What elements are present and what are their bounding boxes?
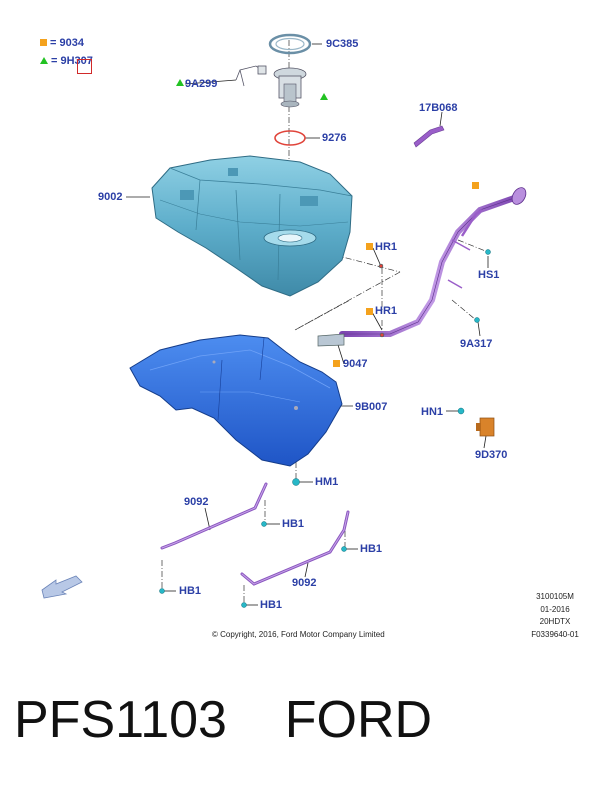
legend-square-code: 9034 bbox=[59, 37, 84, 49]
legend-separator: = bbox=[51, 55, 58, 67]
page-title: PFS1103 FORD bbox=[14, 691, 433, 749]
highlight-box bbox=[77, 59, 92, 74]
info-line-4: F0339640-01 bbox=[531, 630, 579, 639]
info-line-3: 20HDTX bbox=[539, 617, 571, 626]
label-HB1-d[interactable]: HB1 bbox=[260, 599, 283, 611]
label-9276[interactable]: 9276 bbox=[322, 132, 347, 144]
label-9A299[interactable]: 9A299 bbox=[185, 78, 218, 90]
label-HB1-a[interactable]: HB1 bbox=[282, 518, 305, 530]
label-9002[interactable]: 9002 bbox=[98, 191, 123, 203]
fuel-level-sender-9A299 bbox=[235, 65, 267, 87]
label-HR1-lower[interactable]: HR1 bbox=[375, 305, 398, 317]
assembly-lines bbox=[161, 40, 489, 605]
label-9C385[interactable]: 9C385 bbox=[326, 38, 359, 50]
label-17B068[interactable]: 17B068 bbox=[419, 102, 458, 114]
info-line-1: 3100105M bbox=[536, 592, 574, 601]
fuel-pump-module bbox=[273, 67, 307, 108]
fasteners bbox=[159, 249, 491, 608]
legend-separator: = bbox=[50, 37, 57, 49]
triangle-marker-icon bbox=[176, 79, 184, 86]
label-HM1[interactable]: HM1 bbox=[315, 476, 339, 488]
square-marker-icon bbox=[40, 39, 47, 46]
square-marker-icon bbox=[366, 243, 373, 250]
fuel-system-diagram bbox=[41, 33, 527, 608]
info-line-2: 01-2016 bbox=[540, 605, 570, 614]
heat-shield-9B007 bbox=[129, 334, 343, 467]
fuel-tank-9002 bbox=[151, 155, 353, 297]
label-9D370[interactable]: 9D370 bbox=[475, 449, 508, 461]
triangle-marker-icon bbox=[320, 93, 328, 100]
label-HB1-c[interactable]: HB1 bbox=[179, 585, 202, 597]
bracket-17B068 bbox=[413, 125, 445, 148]
label-9047[interactable]: 9047 bbox=[343, 358, 368, 370]
filler-pipe bbox=[339, 187, 527, 337]
triangle-marker-icon bbox=[40, 57, 48, 64]
label-HB1-b[interactable]: HB1 bbox=[360, 543, 383, 555]
label-9092-lower[interactable]: 9092 bbox=[292, 577, 317, 589]
leader-lines bbox=[126, 43, 489, 606]
lock-ring-9C385 bbox=[268, 33, 312, 55]
tank-straps-9092 bbox=[160, 482, 350, 586]
sensor-9D370 bbox=[476, 417, 495, 437]
label-9B007[interactable]: 9B007 bbox=[355, 401, 388, 413]
legend-triangle-code: 9H307 bbox=[60, 55, 93, 67]
legend-triangle-row: = 9H307 bbox=[40, 55, 93, 67]
o-ring-9276 bbox=[274, 130, 306, 146]
label-9092-upper[interactable]: 9092 bbox=[184, 496, 209, 508]
label-HR1-upper[interactable]: HR1 bbox=[375, 241, 398, 253]
square-marker-icon bbox=[366, 308, 373, 315]
square-marker-icon bbox=[333, 360, 340, 367]
front-direction-arrow bbox=[41, 575, 83, 599]
label-HS1[interactable]: HS1 bbox=[478, 269, 500, 281]
square-marker-icon bbox=[472, 182, 479, 189]
copyright-notice: © Copyright, 2016, Ford Motor Company Li… bbox=[212, 630, 385, 639]
hose-9047 bbox=[317, 333, 345, 347]
label-HN1[interactable]: HN1 bbox=[421, 406, 444, 418]
label-9A317[interactable]: 9A317 bbox=[460, 338, 493, 350]
legend-square-row: = 9034 bbox=[40, 37, 84, 49]
